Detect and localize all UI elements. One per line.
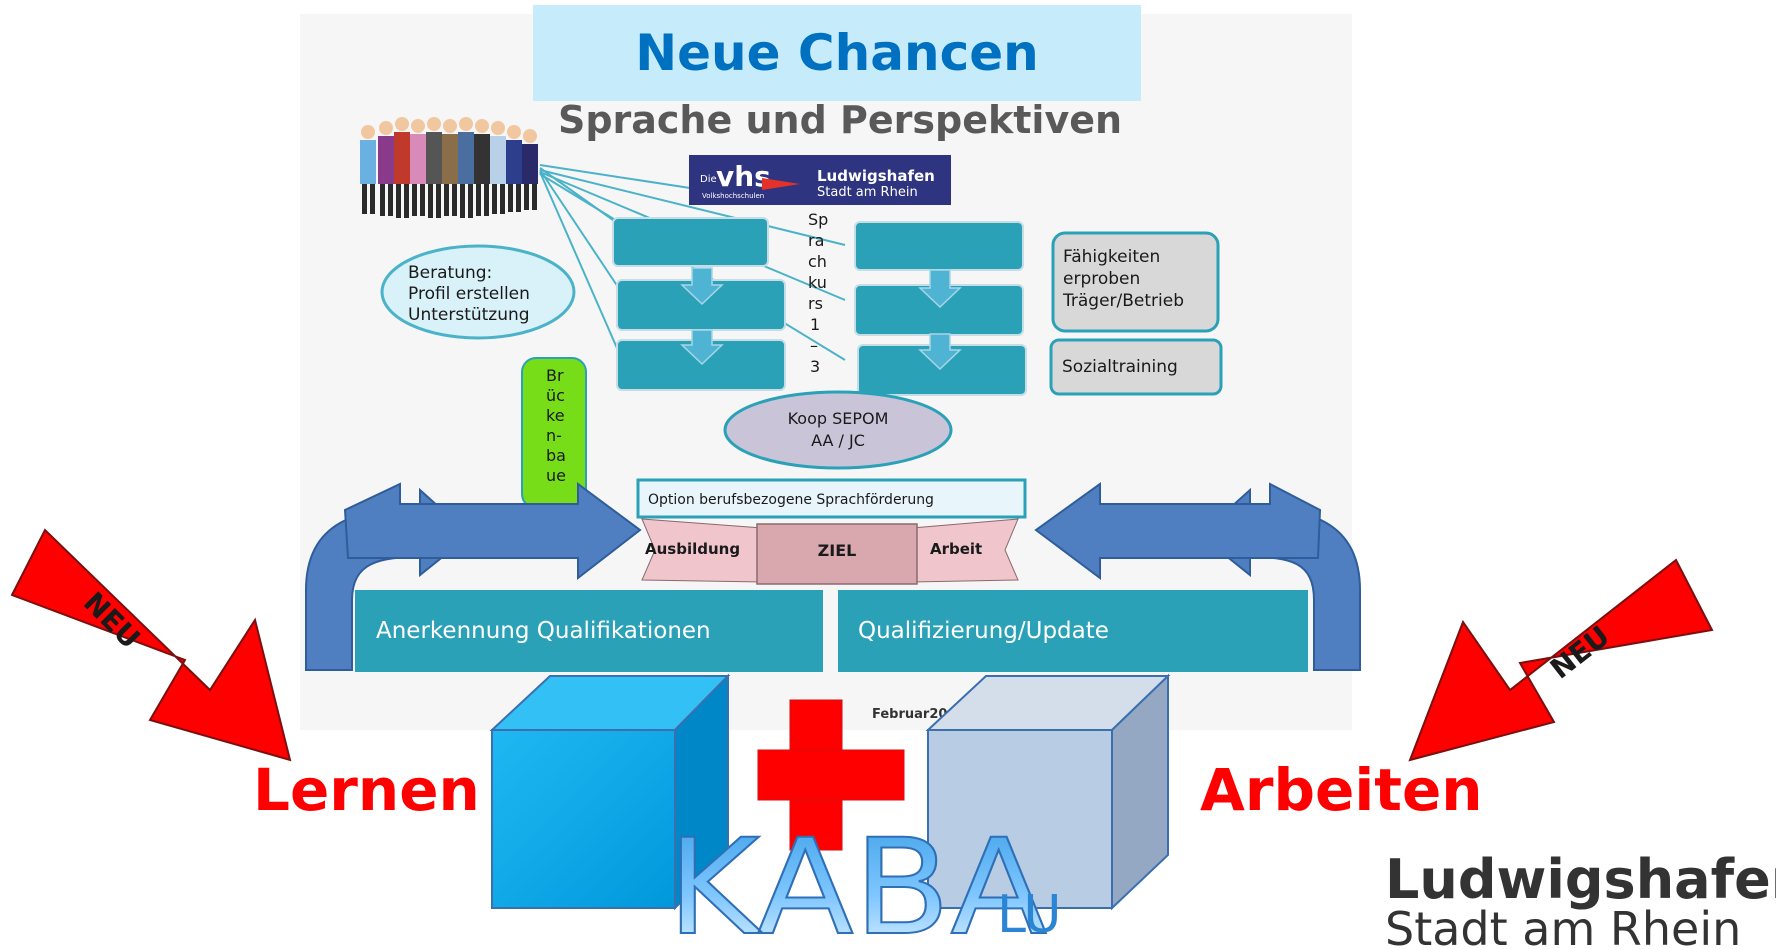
svg-text:Beratung:: Beratung: xyxy=(408,263,492,283)
svg-text:KABA: KABA xyxy=(667,811,1047,949)
date-fragment: Februar20 xyxy=(872,707,947,722)
faehigkeiten-box: Fähigkeiten erproben Träger/Betrieb xyxy=(1051,231,1220,333)
svg-text:Volkshochschulen: Volkshochschulen xyxy=(702,192,764,200)
right-step-column xyxy=(854,221,1027,396)
sozialtraining-box: Sozialtraining xyxy=(1049,338,1223,396)
goal-banner: Ausbildung ZIEL Arbeit xyxy=(641,518,1019,585)
svg-text:n-: n- xyxy=(546,426,562,445)
svg-text:–: – xyxy=(810,336,818,355)
down-arrow-icon xyxy=(918,333,962,371)
option-bar: Option berufsbezogene Sprachförderung xyxy=(636,478,1027,519)
anerkennung-bar xyxy=(355,590,823,672)
grey-cube xyxy=(925,673,1171,911)
right-neu-arrow: NEU xyxy=(1408,558,1714,762)
beratung-bubble: Beratung: Profil erstellen Unterstützung xyxy=(380,244,576,340)
people-group-icon xyxy=(360,117,538,218)
brueckenbau-bar: Br üc ke n- ba ue xyxy=(521,357,587,509)
svg-text:LU: LU xyxy=(997,885,1061,945)
svg-text:ra: ra xyxy=(808,231,824,250)
step-box xyxy=(612,217,769,267)
step-box xyxy=(854,221,1024,271)
svg-text:AA / JC: AA / JC xyxy=(811,431,865,450)
down-arrow-icon xyxy=(680,329,724,366)
cyan-cube xyxy=(489,673,731,911)
svg-text:Ludwigshafen: Ludwigshafen xyxy=(1385,848,1776,911)
qualification-bars: Anerkennung Qualifikationen Qualifizieru… xyxy=(355,590,1308,672)
svg-text:ch: ch xyxy=(808,252,827,271)
left-neu-arrow: NEU xyxy=(10,528,292,762)
svg-text:Träger/Betrieb: Träger/Betrieb xyxy=(1062,291,1184,311)
plus-icon xyxy=(757,699,905,851)
svg-text:ba: ba xyxy=(546,446,566,465)
down-arrow-icon xyxy=(680,267,724,306)
down-arrow-icon xyxy=(918,269,962,309)
page-subtitle: Sprache und Perspektiven xyxy=(558,98,1122,142)
lernen-label: Lernen xyxy=(253,756,480,824)
svg-text:3: 3 xyxy=(810,357,820,376)
svg-text:vhs: vhs xyxy=(716,160,771,193)
svg-text:Sp: Sp xyxy=(808,210,828,229)
svg-text:erproben: erproben xyxy=(1063,269,1140,289)
svg-text:Qualifizierung/Update: Qualifizierung/Update xyxy=(858,618,1109,644)
svg-text:üc: üc xyxy=(546,386,565,405)
svg-text:ke: ke xyxy=(546,406,565,425)
svg-text:ku: ku xyxy=(808,273,827,292)
svg-text:Ausbildung: Ausbildung xyxy=(645,540,740,558)
vhs-logo: Die vhs Volkshochschulen Ludwigshafen St… xyxy=(689,155,951,205)
page-title: Neue Chancen xyxy=(635,24,1038,82)
arbeiten-label: Arbeiten xyxy=(1200,756,1483,824)
svg-text:Stadt am Rhein: Stadt am Rhein xyxy=(817,185,918,200)
svg-text:Profil erstellen: Profil erstellen xyxy=(408,284,530,304)
svg-text:Stadt am Rhein: Stadt am Rhein xyxy=(1385,902,1741,949)
svg-text:Koop SEPOM: Koop SEPOM xyxy=(788,409,889,428)
svg-text:Sozialtraining: Sozialtraining xyxy=(1062,357,1178,377)
svg-text:ue: ue xyxy=(546,466,566,485)
qualifizierung-bar xyxy=(838,590,1308,672)
svg-text:Arbeit: Arbeit xyxy=(930,540,982,558)
left-cycle-arrow xyxy=(305,482,642,671)
left-step-column xyxy=(612,217,786,391)
svg-text:Die: Die xyxy=(700,174,717,185)
svg-text:Br: Br xyxy=(546,366,564,385)
svg-text:ZIEL: ZIEL xyxy=(818,541,857,560)
svg-text:Unterstützung: Unterstützung xyxy=(408,305,530,325)
svg-text:Fähigkeiten: Fähigkeiten xyxy=(1063,247,1160,267)
title-band xyxy=(533,5,1141,101)
svg-text:Anerkennung Qualifikationen: Anerkennung Qualifikationen xyxy=(376,618,711,644)
right-cycle-arrow xyxy=(1034,482,1361,671)
svg-text:rs: rs xyxy=(808,294,823,313)
kaba-logo: KABA LU xyxy=(666,810,1061,949)
svg-text:Ludwigshafen: Ludwigshafen xyxy=(817,167,935,185)
koop-bubble: Koop SEPOM AA / JC xyxy=(723,390,953,470)
sprachkurs-label: Sp ra ch ku rs 1 – 3 xyxy=(808,210,828,376)
svg-text:1: 1 xyxy=(810,315,820,334)
svg-text:Option berufsbezogene Sprachfö: Option berufsbezogene Sprachförderung xyxy=(648,492,934,508)
city-logo: Ludwigshafen Stadt am Rhein xyxy=(1385,848,1776,949)
